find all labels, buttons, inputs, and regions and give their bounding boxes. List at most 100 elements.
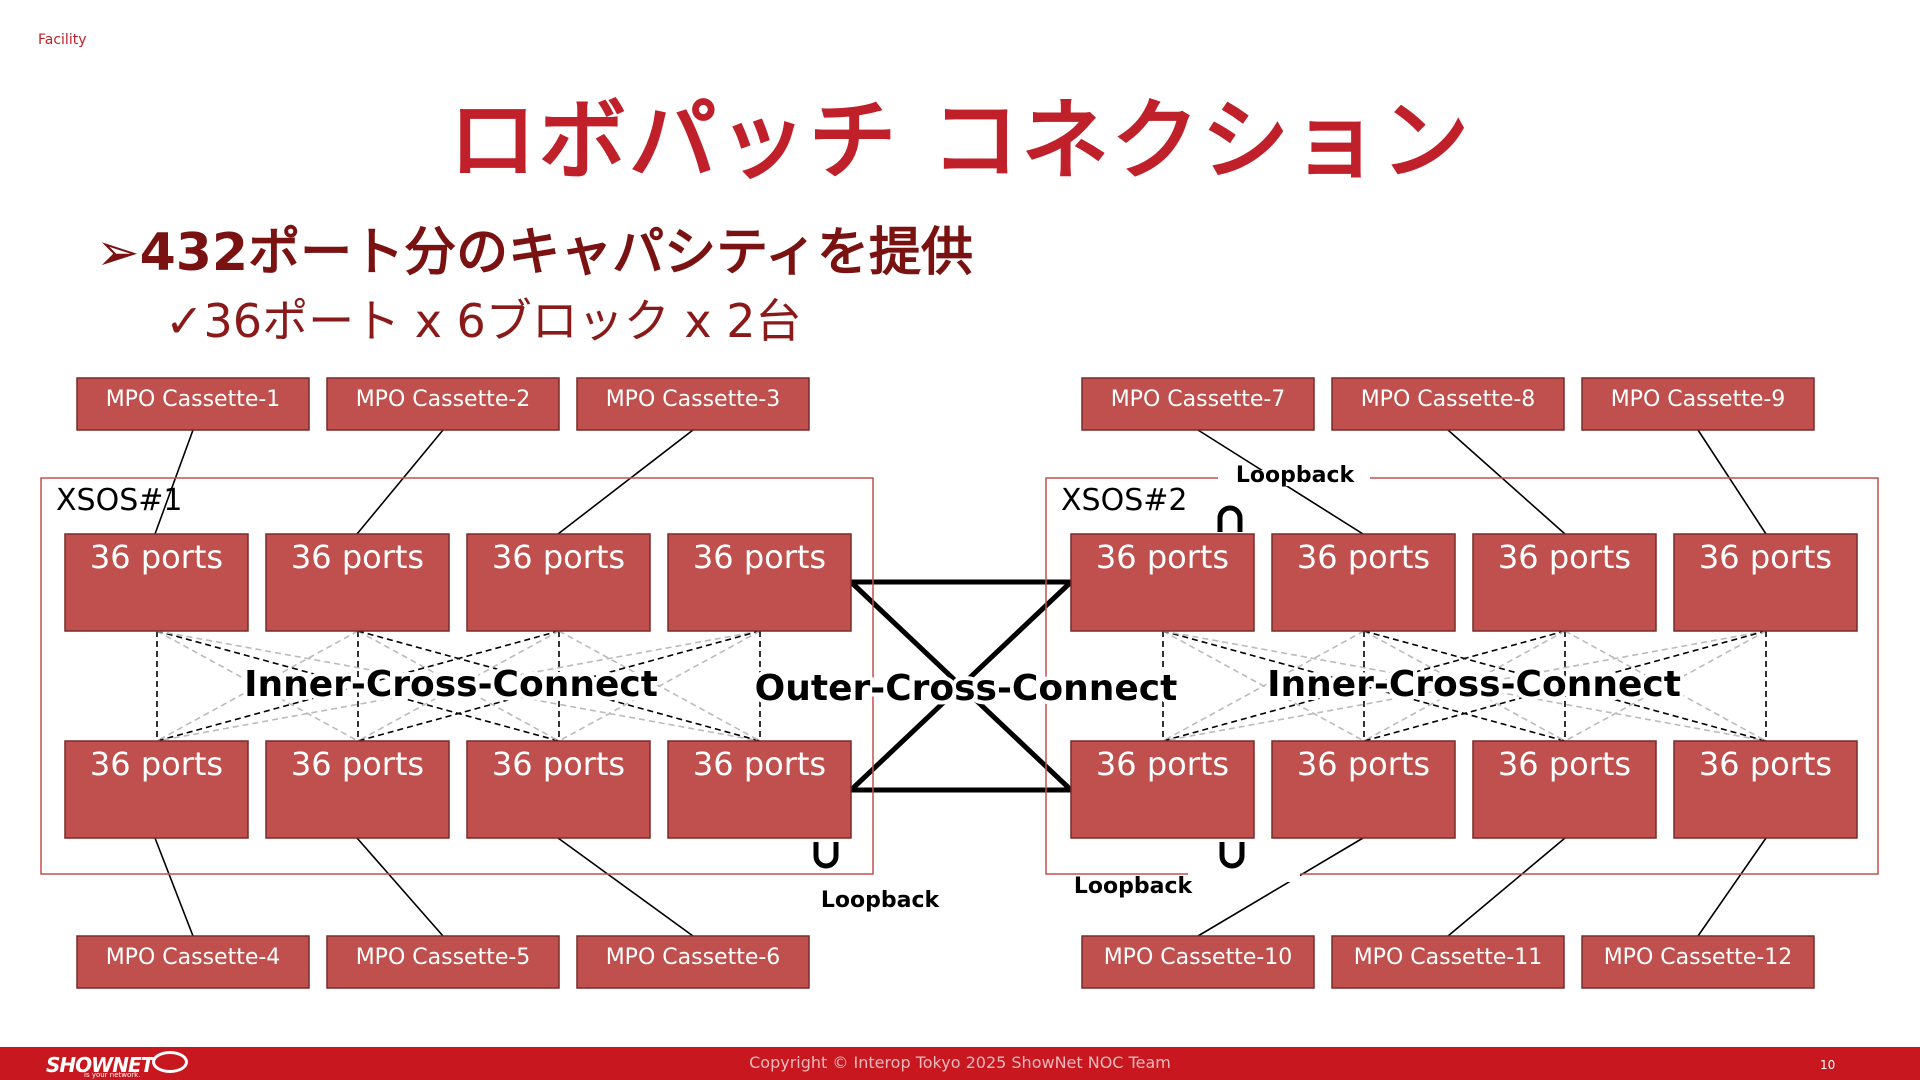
mpo-cassette — [576, 377, 810, 431]
xsos2-inner-link — [1162, 630, 1767, 742]
port-label: 36 ports — [1699, 745, 1832, 783]
loopback-label: Loopback — [1074, 874, 1194, 899]
loopback-label: Loopback — [1236, 463, 1356, 488]
mpo-cassette — [1331, 377, 1565, 431]
xsos2-port-block — [1673, 740, 1858, 839]
cassette-link — [356, 837, 444, 937]
page-number: 10 — [1820, 1058, 1836, 1072]
cassette-label: MPO Cassette-8 — [1361, 387, 1536, 412]
loopback-arrow-icon — [1217, 505, 1243, 532]
xsos1-port-block — [265, 740, 450, 839]
cassette-label: MPO Cassette-11 — [1354, 945, 1543, 970]
outer-cross-connect-label-halo: Outer-Cross-Connect — [755, 668, 1178, 709]
mpo-cassette — [326, 935, 560, 989]
mpo-cassette — [76, 935, 310, 989]
xsos2-port-block — [1070, 533, 1255, 632]
xsos1-frame — [40, 477, 874, 875]
port-label: 36 ports — [1297, 745, 1430, 783]
cassette-label: MPO Cassette-5 — [356, 945, 531, 970]
port-label: 36 ports — [1096, 745, 1229, 783]
frame-gap — [1218, 470, 1370, 486]
xsos2-port-block — [1070, 740, 1255, 839]
shownet-logo: SHOWNET — [46, 1053, 154, 1077]
cassette-label: MPO Cassette-3 — [606, 387, 781, 412]
xsos2-inner-link — [1162, 630, 1365, 742]
mpo-cassette — [1081, 377, 1315, 431]
loopback-arrow-icon — [1219, 842, 1245, 869]
xsos1-port-block — [667, 740, 852, 839]
xsos1-port-block — [64, 533, 249, 632]
xsos2-inner-link — [1363, 630, 1566, 742]
cassette-label: MPO Cassette-6 — [606, 945, 781, 970]
outer-cross-connect-label: Outer-Cross-Connect — [755, 668, 1178, 709]
cassette-link — [557, 837, 694, 937]
cassette-link — [154, 837, 194, 937]
cassette-link — [1697, 837, 1767, 937]
mpo-cassette — [1581, 935, 1815, 989]
xsos1-inner-link — [156, 630, 761, 742]
port-label: 36 ports — [1699, 538, 1832, 576]
cassette-label: MPO Cassette-9 — [1611, 387, 1786, 412]
mpo-cassette — [76, 377, 310, 431]
port-label: 36 ports — [1498, 538, 1631, 576]
xsos1-port-block — [466, 740, 651, 839]
port-label: 36 ports — [90, 745, 223, 783]
port-label: 36 ports — [90, 538, 223, 576]
cassette-label: MPO Cassette-4 — [106, 945, 281, 970]
slide-title: ロボパッチ コネクション — [448, 89, 1472, 192]
xsos1-port-block — [265, 533, 450, 632]
port-label: 36 ports — [693, 745, 826, 783]
inner-cross-connect-label-2-halo: Inner-Cross-Connect — [1267, 664, 1681, 705]
xsos1-inner-link — [156, 630, 359, 742]
cassette-link — [154, 429, 194, 535]
inner-cross-connect-label-1-halo: Inner-Cross-Connect — [244, 664, 658, 705]
xsos1-inner-link — [558, 630, 761, 742]
xsos1-label: XSOS#1 — [56, 483, 182, 518]
xsos1-inner-link — [357, 630, 560, 742]
frame-gap — [1188, 866, 1300, 882]
port-label: 36 ports — [1096, 538, 1229, 576]
main-bullet: ➢432ポート分のキャパシティを提供 — [96, 223, 973, 283]
cassette-link — [356, 429, 444, 535]
mpo-cassette — [326, 377, 560, 431]
port-label: 36 ports — [492, 538, 625, 576]
port-label: 36 ports — [291, 745, 424, 783]
xsos2-frame — [1045, 477, 1879, 875]
xsos2-inner-link — [1162, 630, 1767, 742]
logo-ring-icon — [152, 1051, 188, 1073]
mpo-cassette — [1331, 935, 1565, 989]
xsos2-port-block — [1271, 740, 1456, 839]
sub-bullet: ✓36ポート x 6ブロック x 2台 — [165, 294, 802, 348]
port-label: 36 ports — [1498, 745, 1631, 783]
xsos1-port-block — [64, 740, 249, 839]
xsos2-port-block — [1673, 533, 1858, 632]
outer-link — [849, 580, 1073, 792]
mpo-cassette — [576, 935, 810, 989]
port-label: 36 ports — [693, 538, 826, 576]
mpo-cassette — [1081, 935, 1315, 989]
xsos2-port-block — [1472, 533, 1657, 632]
cassette-link — [1697, 429, 1767, 535]
cassette-link — [1447, 837, 1566, 937]
loopback-arrow-icon — [813, 842, 839, 869]
xsos2-label: XSOS#2 — [1061, 483, 1187, 518]
copyright-text: Copyright © Interop Tokyo 2025 ShowNet N… — [749, 1053, 1171, 1072]
cassette-label: MPO Cassette-10 — [1104, 945, 1293, 970]
footer-bar — [0, 1047, 1920, 1080]
loopback-label: Loopback — [821, 888, 941, 913]
port-label: 36 ports — [291, 538, 424, 576]
mpo-cassette — [1581, 377, 1815, 431]
xsos2-port-block — [1472, 740, 1657, 839]
cassette-link — [1447, 429, 1566, 535]
inner-cross-connect-label-2: Inner-Cross-Connect — [1267, 664, 1681, 705]
port-label: 36 ports — [492, 745, 625, 783]
xsos2-port-block — [1271, 533, 1456, 632]
logo-tagline: is your network. — [84, 1071, 141, 1079]
facility-label: Facility — [38, 32, 87, 48]
cassette-link — [557, 429, 694, 535]
xsos2-inner-link — [1564, 630, 1767, 742]
cassette-link — [1197, 837, 1364, 937]
cassette-label: MPO Cassette-1 — [106, 387, 281, 412]
inner-cross-connect-label-1: Inner-Cross-Connect — [244, 664, 658, 705]
